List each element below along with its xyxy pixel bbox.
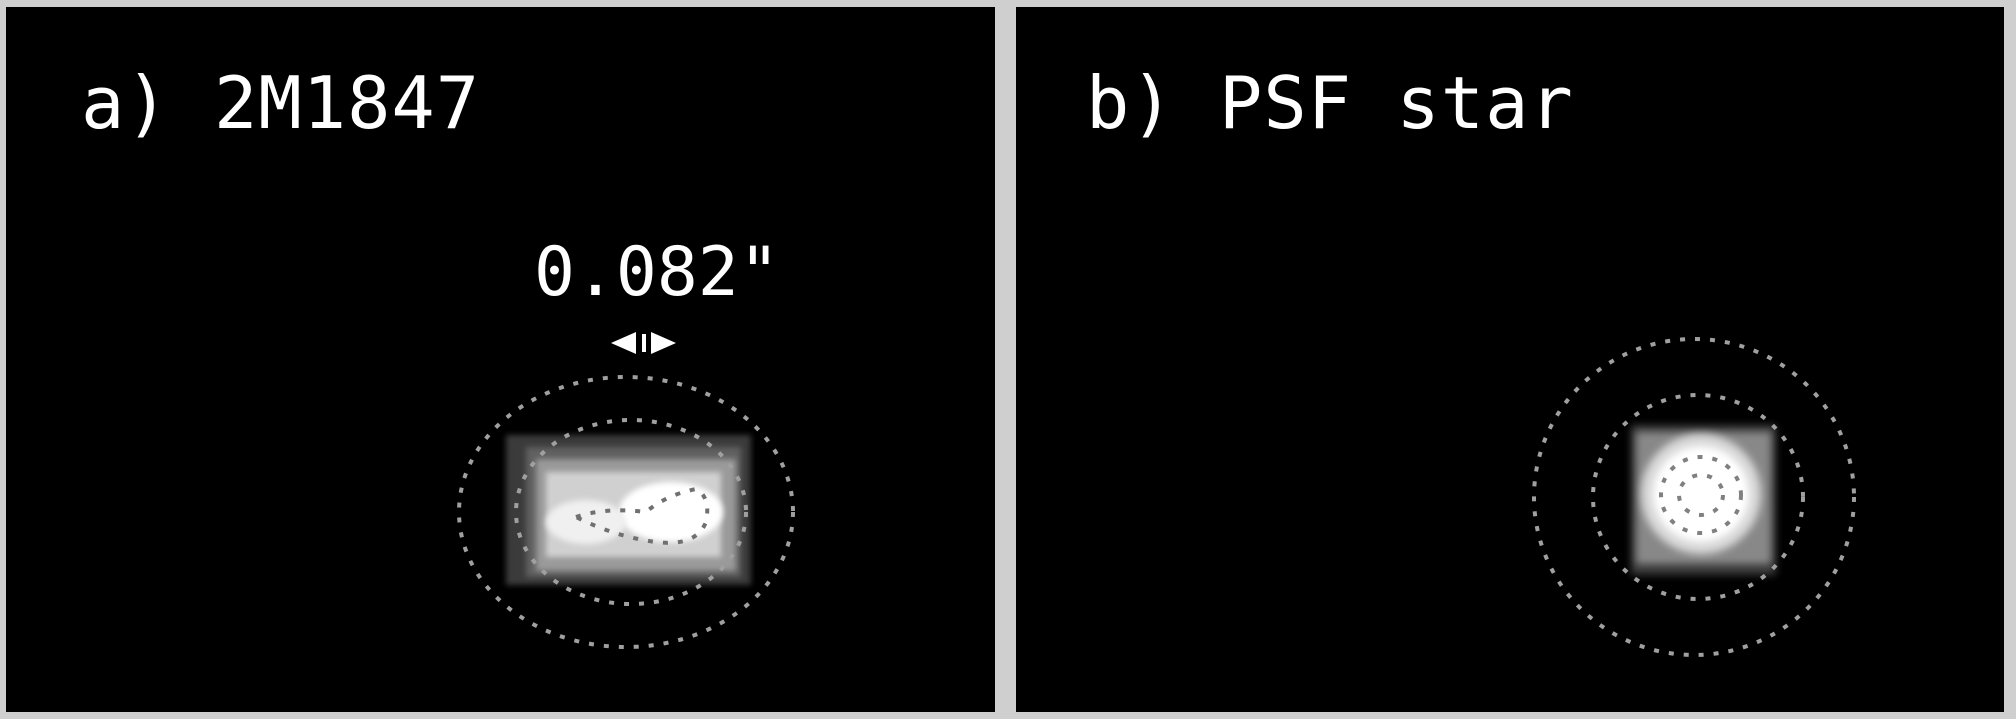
binary-source-blob	[506, 435, 751, 585]
psf-contour-inner	[1659, 455, 1743, 535]
scale-arrow-left-icon	[611, 332, 636, 354]
psf-contour-core	[1677, 473, 1725, 517]
panel-b-psf-star: b) PSF star	[1016, 7, 2004, 712]
contour-middle	[514, 418, 748, 606]
scale-marker	[611, 332, 676, 354]
contour-lines	[457, 375, 795, 649]
scale-arrow-right-icon	[651, 332, 676, 354]
psf-contour-outer	[1532, 337, 1856, 657]
psf-contour-middle	[1591, 393, 1805, 601]
panel-b-image	[1532, 337, 1856, 657]
panel-b-label: b) PSF star	[1086, 61, 1574, 145]
panel-a-2m1847: a) 2M1847 0.082"	[6, 7, 995, 712]
psf-star-blob	[1631, 425, 1776, 575]
contour-outer	[457, 375, 795, 649]
contour-inner	[570, 486, 710, 545]
panel-a-image	[457, 332, 795, 649]
scale-label: 0.082"	[534, 233, 780, 312]
panel-a-label: a) 2M1847	[81, 61, 481, 145]
psf-contour-lines	[1532, 337, 1856, 657]
